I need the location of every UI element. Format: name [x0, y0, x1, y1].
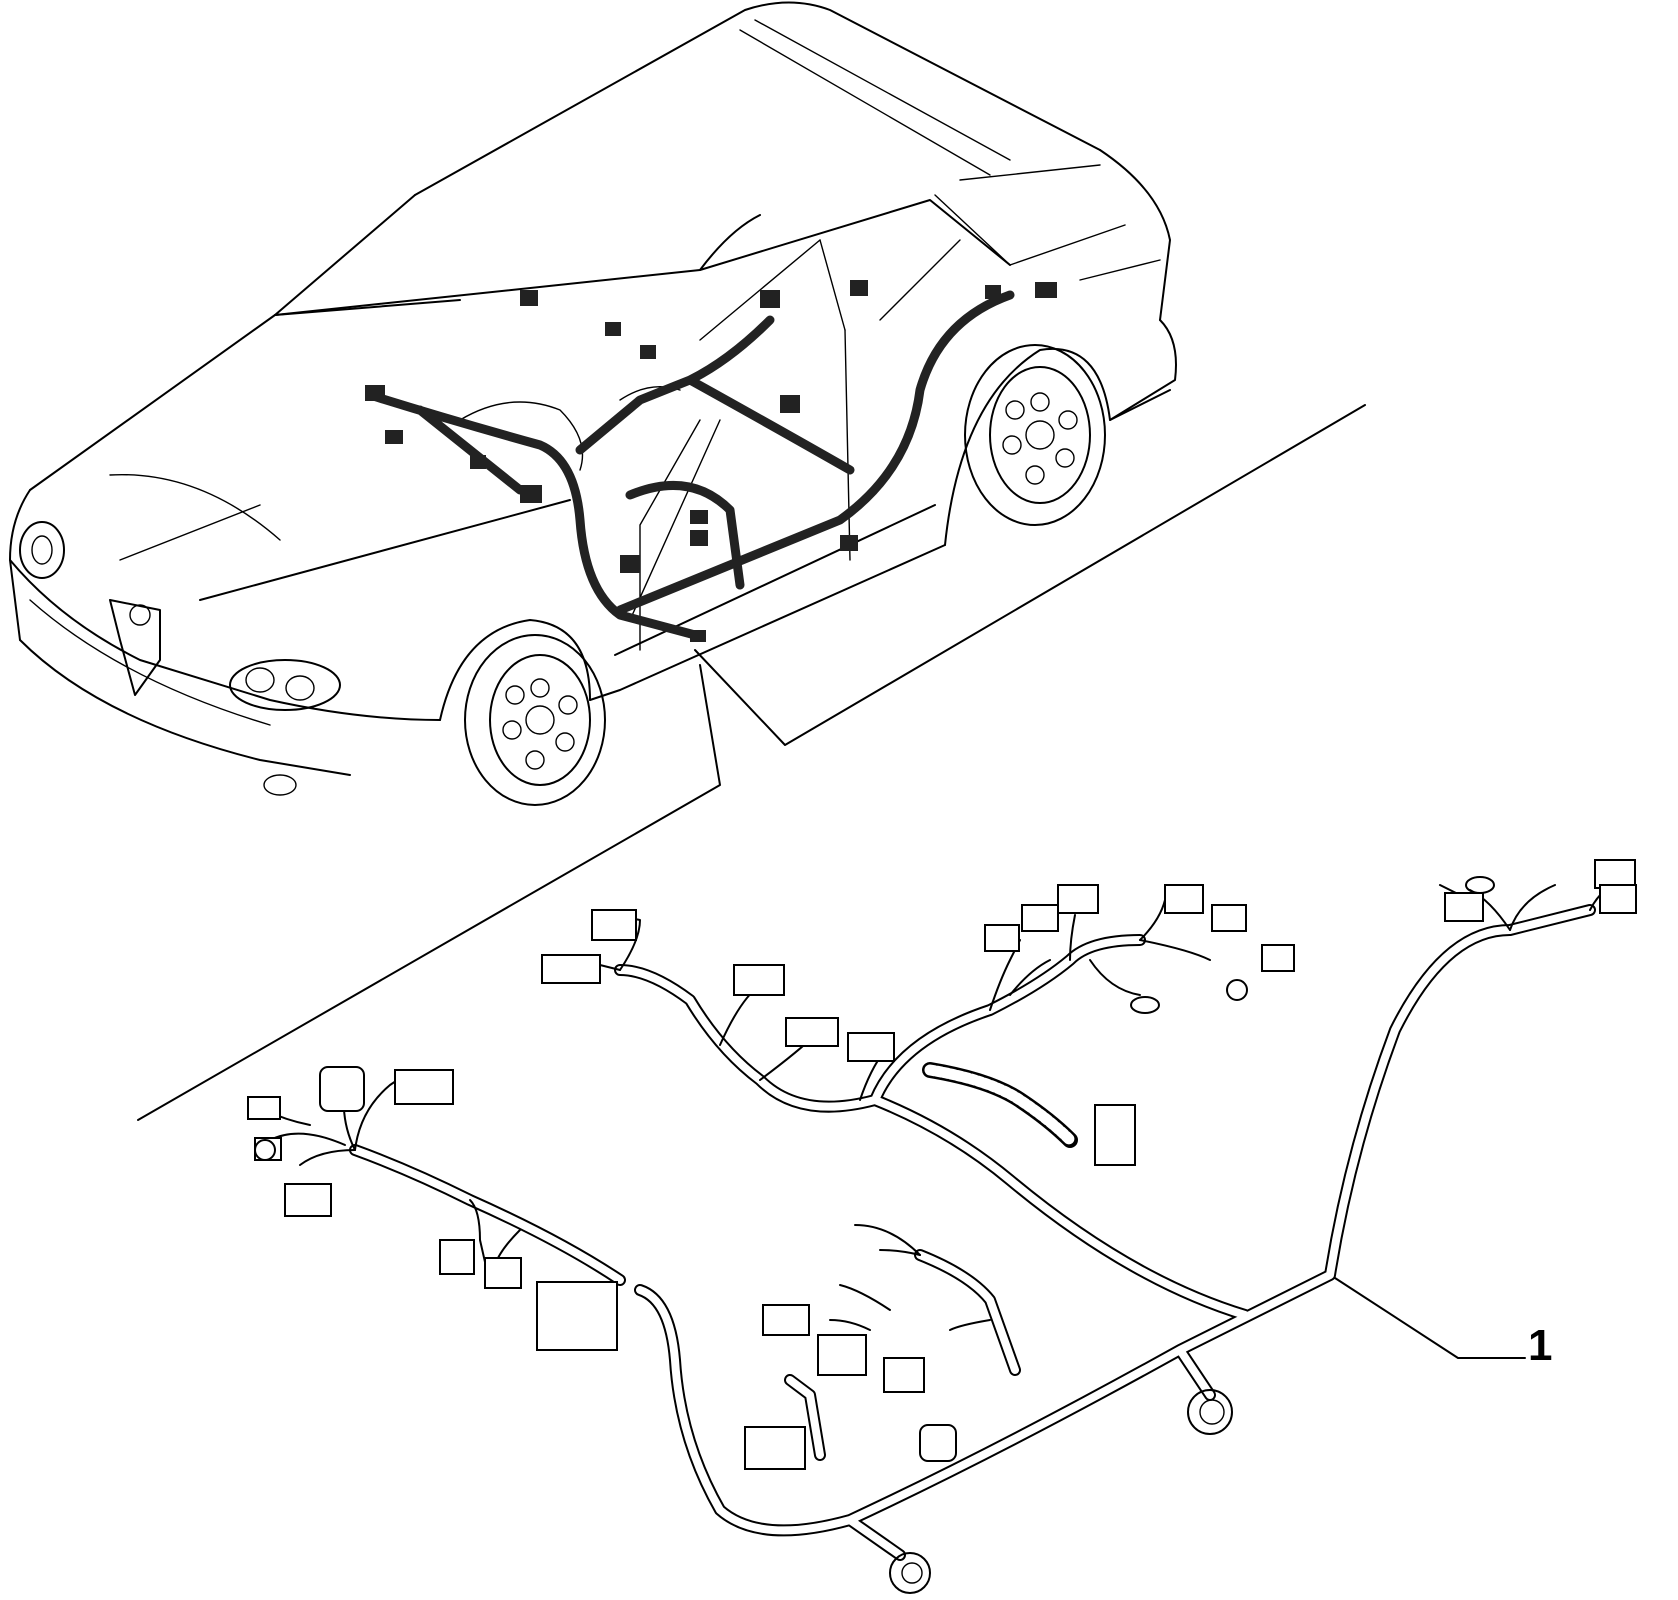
callout: 1: [1334, 1277, 1552, 1370]
front-wheel-icon: [464, 634, 606, 806]
ground-terminal-icon: [1130, 876, 1495, 1014]
rear-wheel-icon: [964, 344, 1106, 526]
callout-label: 1: [1528, 1321, 1552, 1370]
harness-on-car: [365, 280, 1057, 642]
car-outline-icon: [9, 1, 1177, 806]
grommet-icon: [254, 979, 1248, 1594]
connector-icon: [247, 859, 1637, 1470]
wiring-harness-icon: [247, 859, 1637, 1594]
plane-lines: [137, 404, 1366, 1121]
